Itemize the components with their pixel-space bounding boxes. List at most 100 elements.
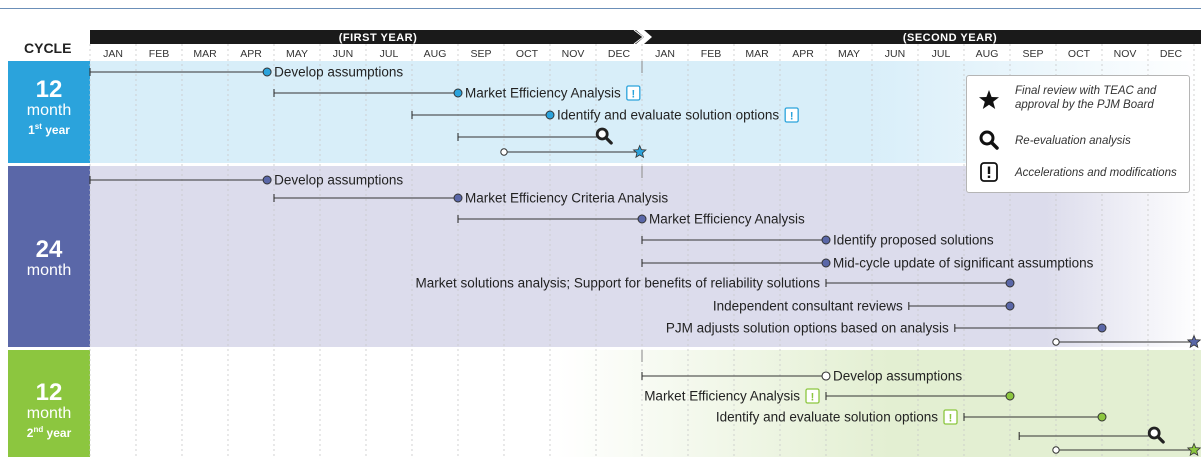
task-label: Identify and evaluate solution options bbox=[557, 108, 779, 123]
legend: Final review with TEAC and approval by t… bbox=[966, 75, 1190, 193]
cycle-band-24-month bbox=[90, 166, 1201, 347]
cycle-number: 24 bbox=[35, 236, 63, 263]
task-start-marker bbox=[500, 148, 508, 156]
exclamation-icon-glyph: ! bbox=[949, 413, 953, 425]
month-label-jun: JUN bbox=[885, 48, 905, 60]
month-label-jul: JUL bbox=[380, 48, 399, 60]
year-banner-first-label: (FIRST YEAR) bbox=[339, 32, 418, 44]
magnifier-icon bbox=[1147, 426, 1161, 440]
legend-text: Final review with TEAC and approval by t… bbox=[1015, 85, 1157, 111]
month-label-oct: OCT bbox=[516, 48, 539, 60]
month-label-mar: MAR bbox=[745, 48, 769, 60]
month-label-apr: APR bbox=[792, 48, 814, 60]
star-icon bbox=[1186, 442, 1201, 457]
cycle-label-24-month: 24 month bbox=[8, 236, 90, 280]
task-end-marker bbox=[821, 371, 831, 381]
exclamation-icon-glyph: ! bbox=[811, 392, 815, 404]
cycle-sub: 1st year bbox=[28, 122, 70, 137]
month-label-apr: APR bbox=[240, 48, 262, 60]
exclamation-icon bbox=[805, 388, 820, 404]
task-start-marker bbox=[1052, 338, 1060, 346]
task-label: Develop assumptions bbox=[274, 65, 403, 80]
cycle-header: CYCLE bbox=[24, 40, 72, 56]
month-label-jun: JUN bbox=[333, 48, 353, 60]
task-label: Market Efficiency Analysis bbox=[644, 389, 800, 404]
month-label-nov: NOV bbox=[1114, 48, 1137, 60]
task-end-dot bbox=[453, 193, 463, 203]
magnifier-icon-handle bbox=[1156, 435, 1165, 444]
year-banner-chevron bbox=[633, 29, 644, 45]
star-icon bbox=[979, 90, 999, 109]
task-end-dot bbox=[1097, 323, 1107, 333]
month-label-jul: JUL bbox=[932, 48, 951, 60]
task-label: Market Efficiency Analysis bbox=[649, 212, 805, 227]
month-label-may: MAY bbox=[286, 48, 308, 60]
task-label: Market solutions analysis; Support for b… bbox=[416, 276, 821, 291]
task-label: Identify and evaluate solution options bbox=[716, 410, 938, 425]
task-end-dot bbox=[262, 175, 272, 185]
month-label-dec: DEC bbox=[608, 48, 631, 60]
top-rule bbox=[0, 8, 1201, 9]
task-end-dot bbox=[453, 88, 463, 98]
task-label: Market Efficiency Analysis bbox=[465, 86, 621, 101]
magnifier-icon-handle bbox=[604, 136, 613, 145]
year-banner-second bbox=[644, 30, 1201, 44]
exclamation-icon bbox=[943, 409, 958, 425]
month-label-mar: MAR bbox=[193, 48, 217, 60]
task-end-dot bbox=[262, 67, 272, 77]
task-label: Mid-cycle update of significant assumpti… bbox=[833, 256, 1094, 271]
task-end-dot bbox=[1005, 301, 1015, 311]
month-label-sep: SEP bbox=[1022, 48, 1043, 60]
legend-text: Accelerations and modifications bbox=[1015, 167, 1177, 179]
task-end-dot bbox=[637, 214, 647, 224]
year-banner-first bbox=[90, 30, 644, 44]
task-label: Develop assumptions bbox=[274, 173, 403, 188]
month-label-nov: NOV bbox=[562, 48, 585, 60]
cycle-side-block-12-month-2nd-year bbox=[8, 350, 90, 457]
cycle-unit: month bbox=[26, 405, 72, 422]
cycle-label-12-month-2nd-year: 12 month 2nd year bbox=[8, 381, 90, 441]
task-label: Market Efficiency Criteria Analysis bbox=[465, 191, 668, 206]
month-label-jan: JAN bbox=[655, 48, 675, 60]
month-label-sep: SEP bbox=[470, 48, 491, 60]
cycle-sub: 2nd year bbox=[26, 425, 72, 440]
cycle-band-12-month-2nd-year bbox=[90, 350, 1201, 457]
task-label: Develop assumptions bbox=[833, 369, 962, 384]
cycle-unit: month bbox=[26, 102, 72, 119]
star-icon bbox=[632, 144, 647, 159]
task-label: Identify proposed solutions bbox=[833, 233, 994, 248]
task-end-dot bbox=[545, 110, 555, 120]
exclamation-icon-glyph: ! bbox=[631, 89, 635, 101]
task-end-dot bbox=[821, 235, 831, 245]
month-label-feb: FEB bbox=[701, 48, 721, 60]
year-banner-second-label: (SECOND YEAR) bbox=[903, 32, 997, 44]
month-label-may: MAY bbox=[838, 48, 860, 60]
magnifier-icon bbox=[979, 130, 999, 150]
cycle-side-block-24-month bbox=[8, 166, 90, 347]
cycle-number: 12 bbox=[35, 379, 63, 406]
month-label-oct: OCT bbox=[1068, 48, 1091, 60]
legend-text: Re-evaluation analysis bbox=[1015, 135, 1131, 147]
month-label-feb: FEB bbox=[149, 48, 169, 60]
month-label-dec: DEC bbox=[1160, 48, 1183, 60]
star-icon bbox=[1186, 334, 1201, 349]
exclamation-icon bbox=[626, 85, 641, 101]
month-label-aug: AUG bbox=[976, 48, 999, 60]
task-start-marker bbox=[1052, 446, 1060, 454]
exclamation-icon-glyph: ! bbox=[790, 111, 794, 123]
task-end-dot bbox=[1005, 278, 1015, 288]
cycle-unit: month bbox=[26, 262, 72, 279]
cycle-label-12-month-1st-year: 12 month 1st year bbox=[8, 78, 90, 138]
month-label-jan: JAN bbox=[103, 48, 123, 60]
task-label: PJM adjusts solution options based on an… bbox=[666, 321, 949, 336]
exclamation-icon bbox=[980, 162, 998, 182]
task-end-dot bbox=[1005, 391, 1015, 401]
magnifier-icon bbox=[595, 127, 609, 141]
cycle-number: 12 bbox=[35, 76, 63, 103]
exclamation-icon bbox=[784, 107, 799, 123]
task-end-dot bbox=[821, 258, 831, 268]
cycle-side-block-12-month-1st-year bbox=[8, 61, 90, 163]
task-end-dot bbox=[1097, 412, 1107, 422]
task-label: Independent consultant reviews bbox=[713, 299, 903, 314]
